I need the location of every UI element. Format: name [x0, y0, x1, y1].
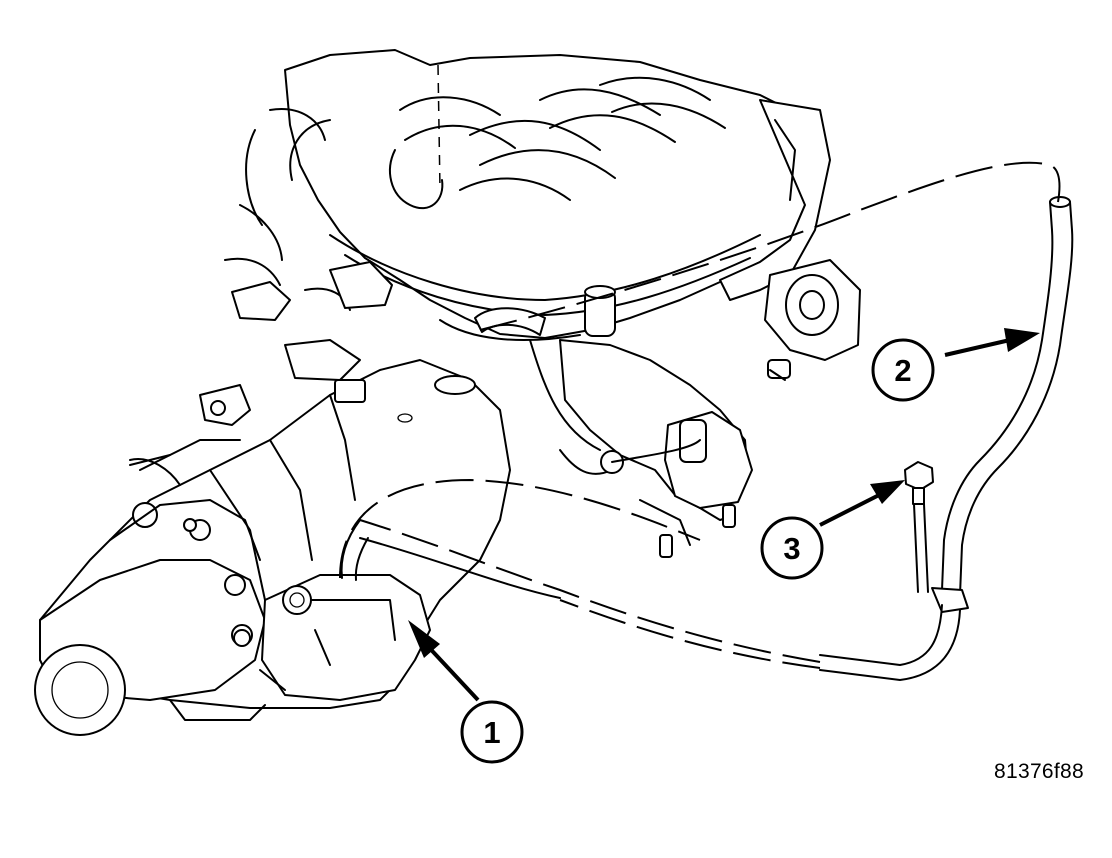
- callout-arrow-2: [944, 328, 1040, 357]
- callout-1: 1: [460, 700, 524, 764]
- callout-1-label: 1: [483, 715, 500, 750]
- dipstick-tube: [339, 161, 1074, 681]
- callout-2-label: 2: [894, 353, 911, 388]
- callout-arrow-1: [408, 620, 480, 702]
- figure-id-label: 81376f88: [994, 760, 1084, 783]
- engine-block: [224, 49, 861, 558]
- mounting-bolt: [904, 461, 934, 593]
- callout-3-label: 3: [783, 531, 800, 566]
- callout-3: 3: [760, 516, 824, 580]
- callout-arrow-3: [819, 480, 905, 527]
- transmission-housing: [34, 339, 511, 736]
- callout-2: 2: [871, 338, 935, 402]
